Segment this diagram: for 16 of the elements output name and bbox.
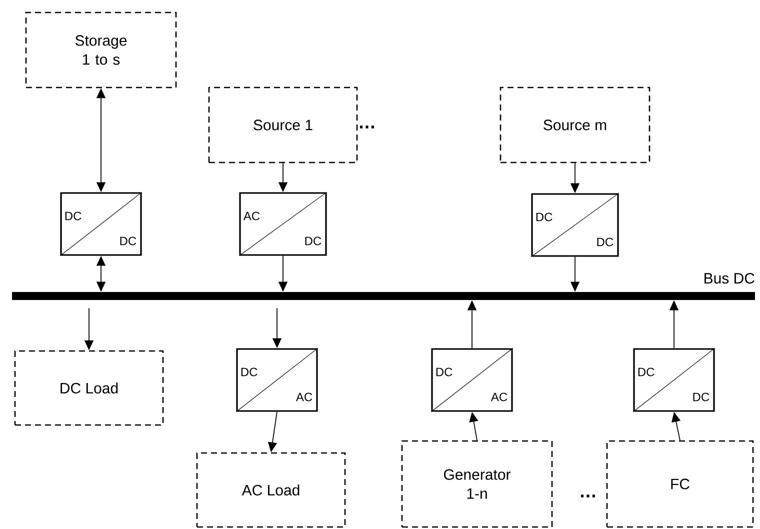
dashed-box: Storage 1 to s: [25, 12, 177, 88]
converter-box: AC DC: [238, 192, 328, 256]
ellipsis: …: [580, 494, 595, 498]
dashed-box: AC Load: [196, 452, 346, 528]
converter-box: DC DC: [530, 192, 620, 258]
dashed-box: Generator 1-n: [401, 440, 553, 528]
converter-box: DC DC: [632, 348, 716, 412]
node-label: Bus DC: [704, 272, 754, 284]
dashed-box: Source 1: [208, 86, 358, 164]
converter-box: DC AC: [430, 348, 514, 412]
dashed-box: DC Load: [14, 350, 164, 426]
dashed-box: Source m: [500, 86, 650, 164]
converter-box: DC AC: [236, 348, 318, 412]
bus-bar: Bus DC: [12, 272, 755, 300]
dashed-box: FC: [606, 440, 754, 528]
converter-box: DC DC: [60, 192, 142, 256]
